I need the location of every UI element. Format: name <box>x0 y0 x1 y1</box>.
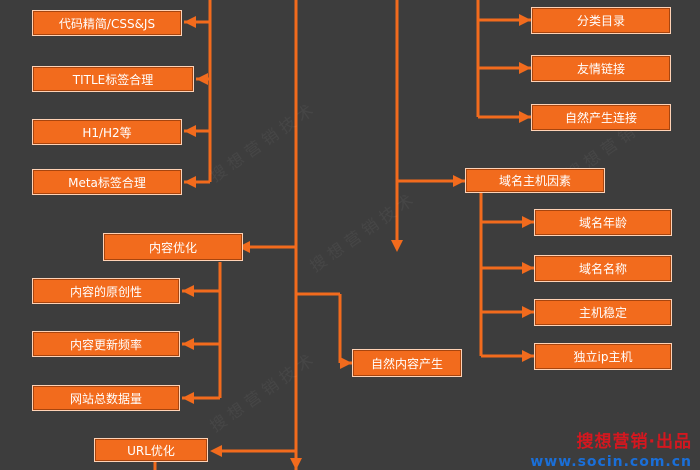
node-site-data-volume[interactable]: 网站总数据量 <box>32 385 180 411</box>
brand-title: 搜想营销·出品 <box>576 432 692 452</box>
node-domain-name[interactable]: 域名名称 <box>534 255 672 282</box>
node-code-simplify[interactable]: 代码精简/CSS&JS <box>32 10 182 36</box>
node-h1-h2[interactable]: H1/H2等 <box>32 119 182 145</box>
node-url-optimization[interactable]: URL优化 <box>94 438 208 462</box>
node-content-optimization[interactable]: 内容优化 <box>103 233 243 261</box>
node-host-stability[interactable]: 主机稳定 <box>534 299 672 326</box>
node-content-update-frequency[interactable]: 内容更新频率 <box>32 331 180 357</box>
brand-url: www.socin.com.cn <box>530 454 692 470</box>
node-dedicated-ip-host[interactable]: 独立ip主机 <box>534 343 672 370</box>
node-natural-content[interactable]: 自然内容产生 <box>352 349 462 377</box>
node-category-directory[interactable]: 分类目录 <box>531 7 671 34</box>
node-content-originality[interactable]: 内容的原创性 <box>32 278 180 304</box>
node-title-tag[interactable]: TITLE标签合理 <box>32 66 194 92</box>
node-domain-age[interactable]: 域名年龄 <box>534 209 672 236</box>
node-meta-tag[interactable]: Meta标签合理 <box>32 169 182 195</box>
brand-logo: 搜想营销·出品 www.socin.com.cn <box>530 427 692 470</box>
node-friend-links[interactable]: 友情链接 <box>531 55 671 82</box>
node-natural-links[interactable]: 自然产生连接 <box>531 104 671 131</box>
node-domain-host-factors[interactable]: 域名主机因素 <box>465 168 605 193</box>
